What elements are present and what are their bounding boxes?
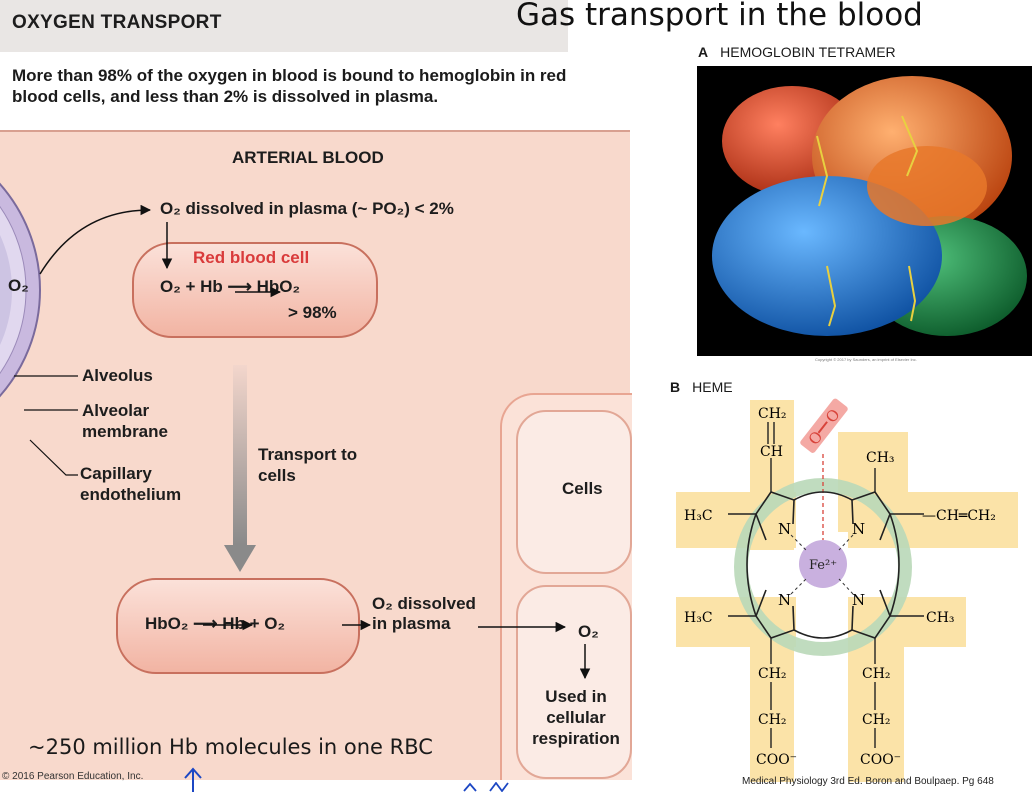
capillary-endothelium-label: Capillary endothelium xyxy=(80,464,182,504)
diagram-arrows xyxy=(14,204,591,680)
fe-atom xyxy=(799,540,847,588)
ch2-right-1: CH₂ xyxy=(862,666,891,682)
o2-curve-arrow xyxy=(39,204,152,275)
fe-label: Fe²⁺ xyxy=(809,558,837,573)
o2-right-label: O₂ xyxy=(578,622,599,641)
ch2-right-2: CH₂ xyxy=(862,712,891,728)
n-label-2: N xyxy=(852,520,865,538)
n-label-1: N xyxy=(778,520,791,538)
bottom-note: ~250 million Hb molecules in one RBC xyxy=(28,735,433,759)
h3c-left-bottom: H₃C xyxy=(684,610,713,626)
o2-left-label: O₂ xyxy=(8,276,29,295)
hemoglobin-tetramer-image xyxy=(697,66,1032,356)
substituent-bonds xyxy=(728,422,924,748)
n-label-3: N xyxy=(778,591,791,609)
hemoglobin-model xyxy=(712,76,1027,336)
ch3-top: CH₃ xyxy=(866,450,895,466)
copyright-text: © 2016 Pearson Education, Inc. xyxy=(2,771,144,782)
transport-arrow-head xyxy=(224,545,256,572)
ink-annotation-icon xyxy=(463,782,509,792)
h3c-left-top: H₃C xyxy=(684,508,713,524)
n-label-4: N xyxy=(852,591,865,609)
panel-a-caption: Copyright © 2017 by Saunders, an imprint… xyxy=(815,357,917,362)
red-blood-cell-pill xyxy=(132,242,378,338)
endothelium-leader xyxy=(29,439,78,476)
heme-shading xyxy=(676,400,1018,782)
rbc-label: Red blood cell xyxy=(193,248,310,267)
hbo2-pill xyxy=(116,578,360,674)
ch2-top: CH₂ xyxy=(758,406,787,422)
alveolar-membrane-label: Alveolar membrane xyxy=(82,401,168,441)
cells-label: Cells xyxy=(562,479,603,498)
dissolved-top-label: O₂ dissolved in plasma (~ PO₂) < 2% xyxy=(160,199,454,218)
o2-bound: O O xyxy=(800,398,848,453)
section-header: OXYGEN TRANSPORT xyxy=(12,12,222,33)
arterial-blood-label: ARTERIAL BLOOD xyxy=(232,148,384,167)
transport-arrow-shaft xyxy=(233,365,247,545)
cell-box-lower xyxy=(516,585,632,779)
alveolus-label: Alveolus xyxy=(82,366,153,385)
citation: Medical Physiology 3rd Ed. Boron and Bou… xyxy=(742,776,994,787)
o2-dissolved-bottom: O₂ dissolved in plasma xyxy=(372,594,476,633)
vinyl-right: —CH═CH₂ xyxy=(922,508,996,524)
slide-title: Gas transport in the blood xyxy=(516,0,923,33)
ch-top: CH xyxy=(760,444,783,460)
cell-box-upper xyxy=(516,410,632,574)
used-in-label: Used in cellular respiration xyxy=(532,687,620,748)
ch2-left-1: CH₂ xyxy=(758,666,787,682)
ch3-right-bottom: CH₃ xyxy=(926,610,955,626)
coo-left: COO⁻ xyxy=(756,752,797,768)
heme-structure: O O Fe²⁺ N N N N CH₂ CH xyxy=(676,398,1018,782)
header-band xyxy=(0,0,568,52)
up-arrow-annotation-icon xyxy=(184,767,202,792)
rbc-percent: > 98% xyxy=(288,303,337,322)
transport-label: Transport to cells xyxy=(258,445,358,485)
alveolus-circle xyxy=(0,182,41,398)
coo-right: COO⁻ xyxy=(860,752,901,768)
intro-text: More than 98% of the oxygen in blood is … xyxy=(12,66,567,106)
ch2-left-2: CH₂ xyxy=(758,712,787,728)
